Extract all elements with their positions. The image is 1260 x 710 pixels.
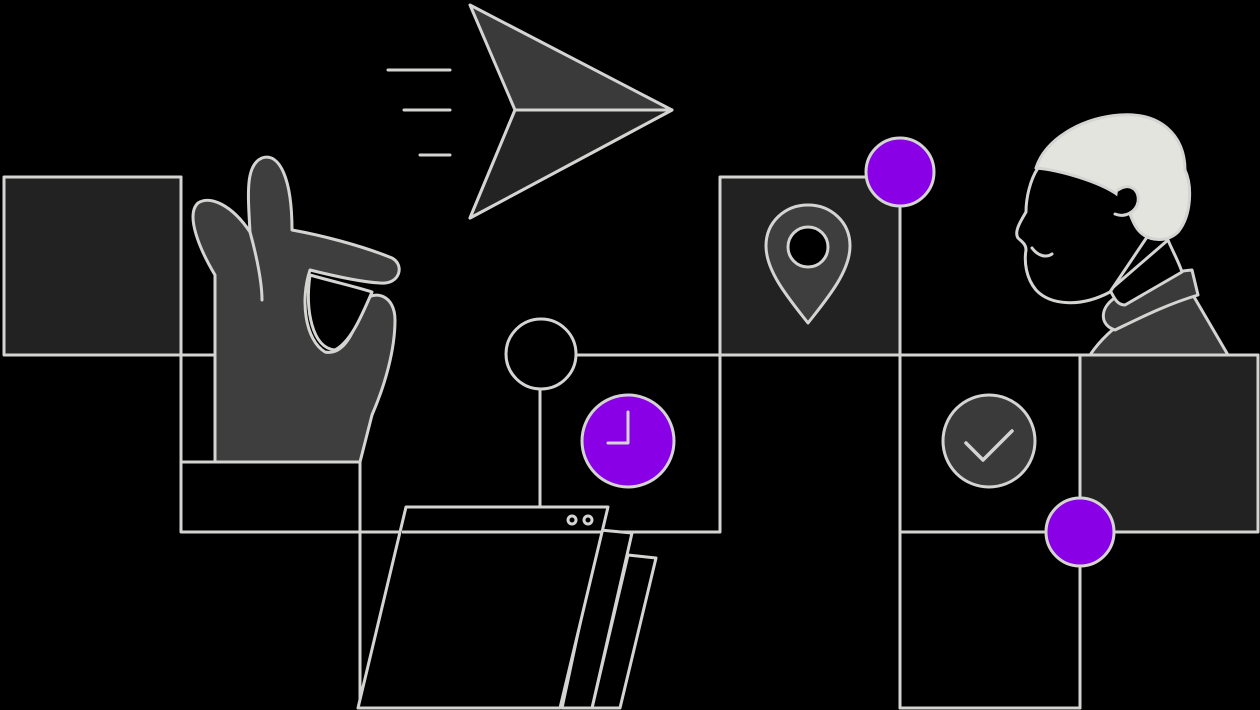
accent-dot-bottom [1044,496,1116,568]
accent-dot-top [864,136,936,208]
ring-node [504,317,578,391]
check-circle-icon [941,393,1037,489]
left-panel [2,175,183,357]
ok-hand-icon [191,155,401,464]
paper-plane-icon [468,3,674,220]
laptop-icon [356,505,658,710]
location-pin-icon [764,203,852,325]
clock-icon [580,393,676,489]
person-avatar-icon [1015,113,1230,357]
right-panel [1078,353,1260,534]
